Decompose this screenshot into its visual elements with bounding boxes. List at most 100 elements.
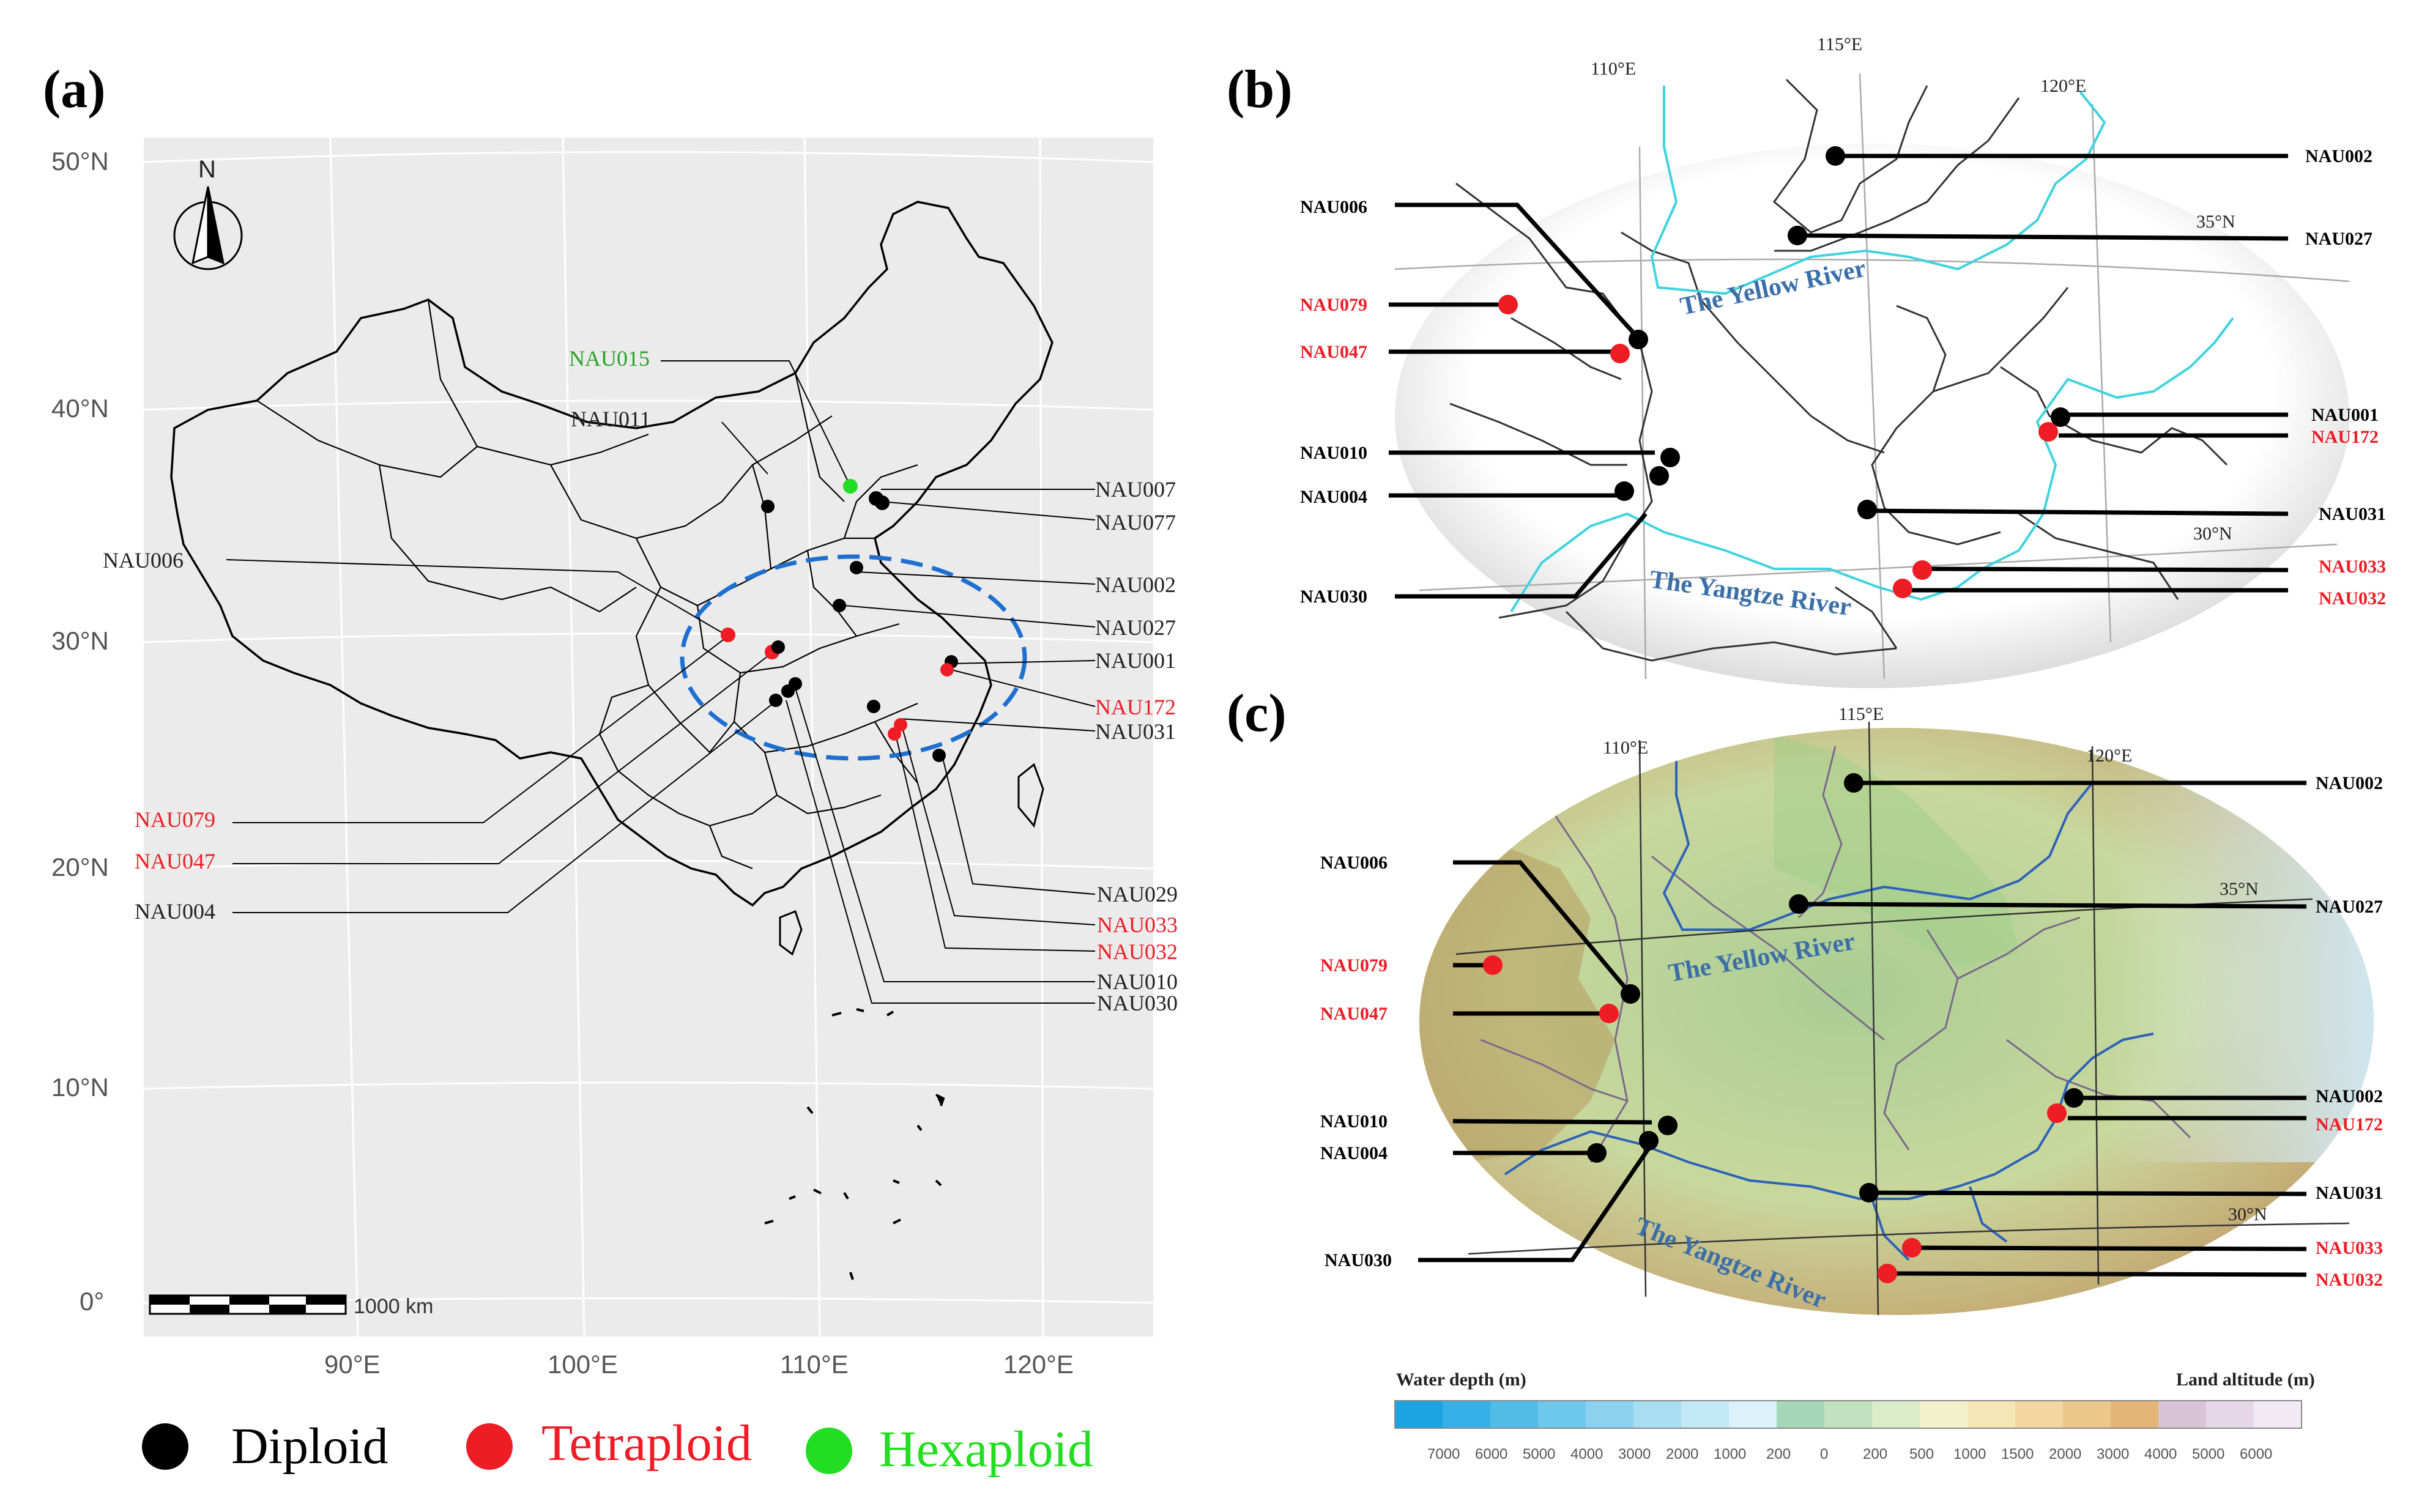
leader-lines-b [1389,154,2289,599]
point-c-nau004 [1587,1143,1607,1163]
c-label-nau002b: NAU002 [2316,1086,2383,1106]
point-nau002 [850,561,863,574]
point-c-nau031 [1859,1183,1879,1203]
label-nau002: NAU002 [1095,573,1176,597]
lat-label-10: 10°N [51,1073,109,1102]
sample-points-b [1498,146,2070,598]
label-nau001: NAU001 [1095,648,1176,673]
point-c-nau047 [1599,1004,1619,1023]
label-nau030: NAU030 [1097,991,1178,1015]
legend-diploid-label: Diploid [231,1418,388,1475]
label-nau029: NAU029 [1097,882,1178,906]
c-label-nau032: NAU032 [2316,1270,2383,1290]
point-nau004 [769,694,782,707]
b-label-nau010: NAU010 [1300,443,1367,463]
point-b-nau047 [1610,344,1630,363]
leader-lines-c [1418,780,2307,1277]
colorbar-water-title: Water depth (m) [1396,1369,1526,1390]
panel-c-label: (c) [1227,684,1287,743]
point-b-nau027 [1788,226,1807,245]
south-sea-islands [764,1008,945,1280]
china-outline [170,201,1053,907]
point-c-nau002 [1844,773,1863,793]
point-nau031 [867,700,880,713]
colorbar-land-title: Land altitude (m) [2176,1369,2315,1390]
c-label-nau006: NAU006 [1320,853,1388,873]
colorbar-tick-7: 200 [1766,1446,1791,1462]
c-label-nau047: NAU047 [1320,1004,1388,1024]
point-nau010 [789,677,802,691]
map-c-boundaries [1480,746,2191,1163]
c-lon-120: 120°E [2086,746,2132,766]
b-label-nau031: NAU031 [2319,504,2386,524]
point-nau079 [721,628,735,642]
colorbar-tick-4: 3000 [1618,1446,1651,1462]
b-label-nau006: NAU006 [1300,197,1367,217]
colorbar-tick-8: 0 [1820,1446,1828,1462]
point-c-nau032 [1878,1264,1897,1283]
colorbar-tick-6: 1000 [1714,1446,1746,1462]
point-c-nau006 [1621,984,1640,1004]
map-a: 50°N 40°N 30°N 20°N 10°N 0° 90°E 100°E 1… [51,137,1178,1379]
point-nau006 [771,640,785,654]
colorbar-tick-1: 6000 [1475,1446,1507,1462]
lat-label-40: 40°N [51,394,109,423]
lon-label-110: 110°E [780,1350,849,1379]
c-label-nau002: NAU002 [2316,773,2383,793]
point-nau011 [761,500,775,513]
scalebar-label: 1000 km [354,1295,433,1318]
colorbar-tick-0: 7000 [1427,1446,1460,1462]
b-label-nau172: NAU172 [2311,427,2379,447]
point-c-nau030 [1639,1131,1659,1151]
panel-a-label: (a) [43,60,106,119]
point-c-nau079 [1483,955,1503,975]
label-nau027: NAU027 [1095,615,1176,640]
label-nau079: NAU079 [135,807,215,832]
colorbar-tick-12: 1500 [2001,1446,2034,1462]
colorbar-tick-3: 4000 [1570,1446,1603,1462]
point-nau029 [932,749,946,762]
label-nau047: NAU047 [135,849,215,873]
legend-tetraploid-label: Tetraploid [541,1415,752,1472]
c-label-nau172: NAU172 [2316,1114,2383,1135]
label-nau010: NAU010 [1097,969,1178,994]
c-label-nau030: NAU030 [1325,1250,1392,1270]
label-nau077: NAU077 [1095,510,1176,535]
label-nau015: NAU015 [569,346,650,371]
lon-label-120: 120°E [1003,1350,1074,1379]
point-b-nau006 [1629,330,1648,349]
point-nau027 [833,599,846,612]
lat-label-20: 20°N [51,853,109,881]
c-lon-110: 110°E [1603,738,1648,758]
b-lon-115: 115°E [1817,34,1862,54]
c-label-nau079: NAU079 [1320,955,1388,976]
point-b-nau001 [2051,407,2070,427]
c-label-nau004: NAU004 [1320,1143,1388,1163]
label-nau006: NAU006 [103,548,184,573]
c-label-nau010: NAU010 [1320,1111,1388,1132]
point-b-nau010 [1660,448,1680,467]
point-b-nau172 [2038,422,2058,442]
colorbar-tick-13: 2000 [2049,1446,2081,1462]
point-b-nau030 [1649,466,1669,486]
b-lon-120: 120°E [2040,76,2086,96]
b-label-nau032: NAU032 [2319,588,2386,609]
map-b-boundaries [1449,78,2228,662]
north-arrow: N [173,156,243,270]
point-b-nau031 [1857,500,1877,519]
hainan-island [779,910,803,956]
point-nau172 [940,663,954,676]
colorbar-tick-5: 2000 [1666,1446,1698,1462]
c-label-nau027: NAU027 [2316,897,2383,917]
colorbar-tick-15: 4000 [2144,1446,2177,1462]
label-nau004: NAU004 [135,899,215,924]
legend-diploid-marker [142,1423,188,1470]
b-label-nau047: NAU047 [1300,342,1367,362]
colorbar-tick-10: 500 [1909,1446,1934,1462]
north-label: N [198,156,216,183]
b-lon-110: 110°E [1591,59,1636,79]
point-b-nau004 [1614,481,1634,501]
legend-hexaploid-label: Hexaploid [879,1421,1093,1478]
point-b-nau002 [1826,146,1845,166]
